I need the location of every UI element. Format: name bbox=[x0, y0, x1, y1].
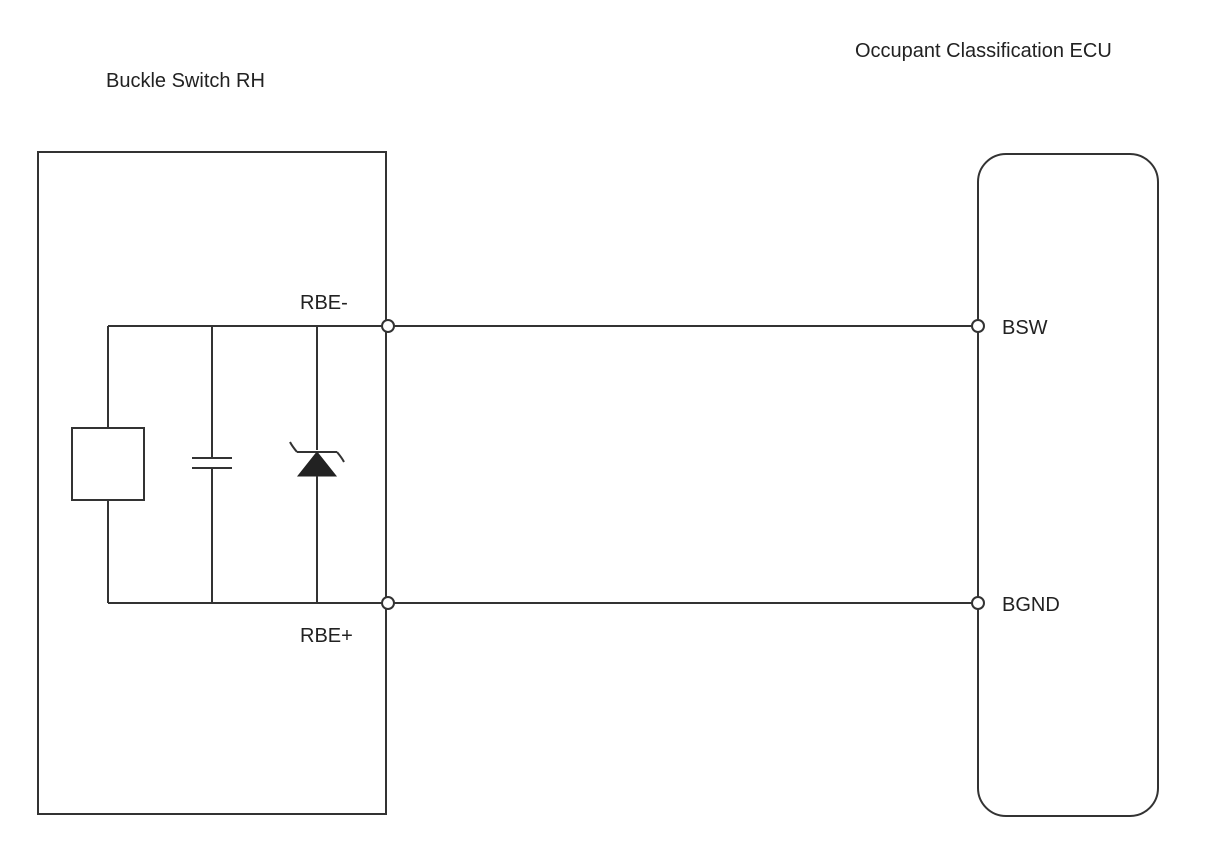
terminal-rbe-plus bbox=[381, 596, 395, 610]
label-rbe-plus: RBE+ bbox=[300, 625, 353, 647]
terminal-bsw bbox=[971, 319, 985, 333]
zener-diode-icon bbox=[289, 326, 345, 603]
label-bgnd: BGND bbox=[1002, 594, 1060, 616]
capacitor-icon bbox=[192, 326, 232, 603]
ecu-title: Occupant Classification ECU bbox=[855, 40, 1112, 62]
terminal-bgnd bbox=[971, 596, 985, 610]
label-bsw: BSW bbox=[1002, 317, 1048, 339]
label-rbe-minus: RBE- bbox=[300, 292, 348, 314]
terminal-rbe-minus bbox=[381, 319, 395, 333]
buckle-switch-title: Buckle Switch RH bbox=[106, 70, 265, 92]
sensor-box-icon bbox=[71, 326, 145, 603]
ecu-housing bbox=[977, 153, 1159, 817]
